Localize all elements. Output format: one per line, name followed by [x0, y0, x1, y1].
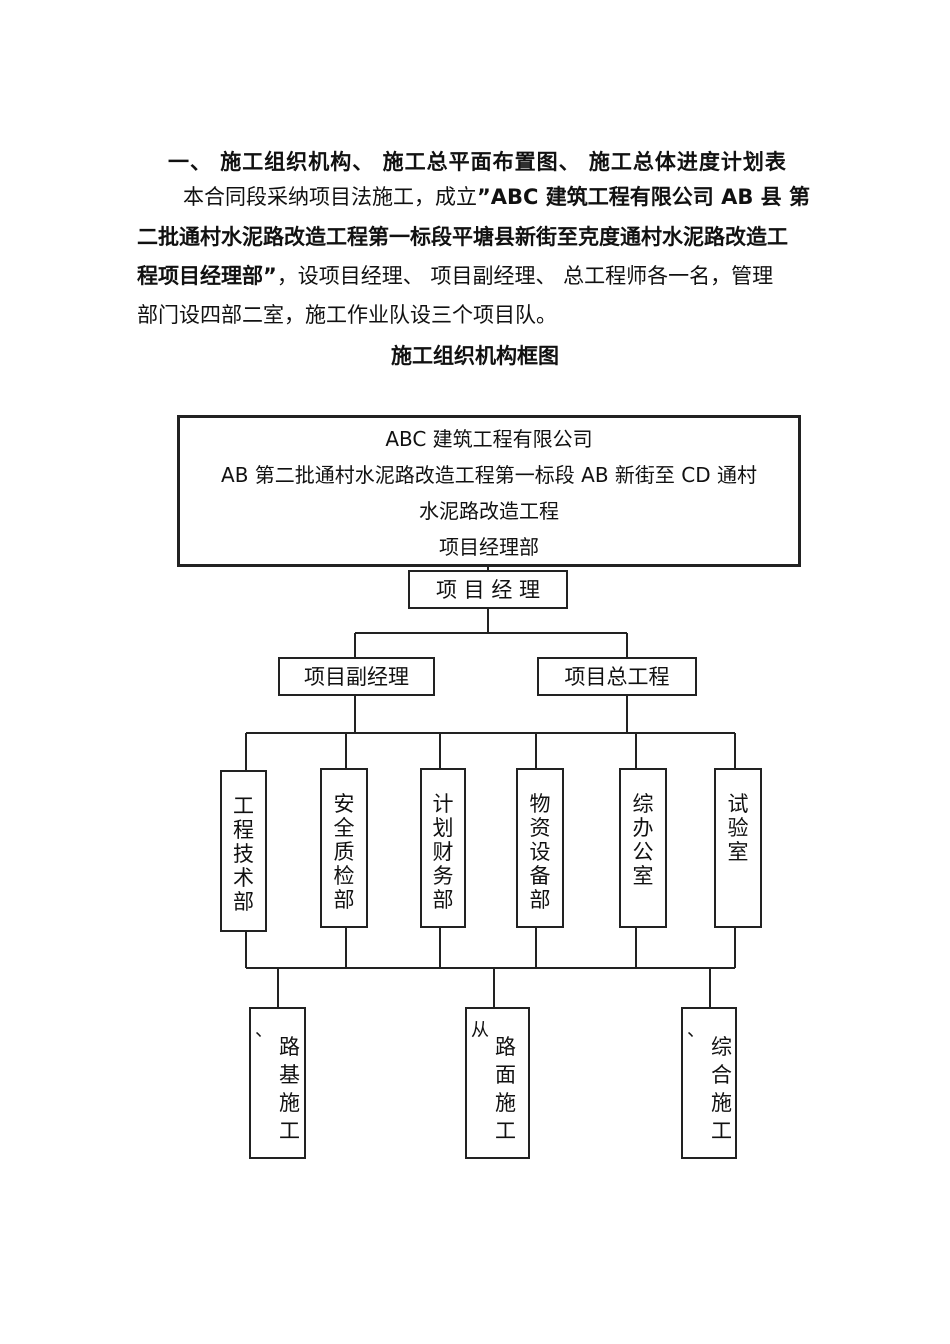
- department-char: 术: [233, 866, 254, 890]
- chart-caption: 施工组织机构框图: [391, 344, 559, 368]
- department-char: 物: [529, 792, 551, 816]
- department-box: 综办公室: [619, 768, 667, 928]
- team-char: 路: [279, 1035, 300, 1059]
- department-char: 安: [333, 792, 355, 816]
- department-char: 全: [333, 816, 355, 840]
- department-char: 设: [529, 840, 551, 864]
- team-char: 施: [495, 1091, 516, 1115]
- department-char: 部: [529, 888, 551, 912]
- department-char: 检: [333, 864, 355, 888]
- paragraph-bold-text: 程项目经理部”: [137, 264, 277, 288]
- project-department-box: ABC 建筑工程有限公司 AB 第二批通村水泥路改造工程第一标段 AB 新街至 …: [177, 415, 801, 567]
- team-char: 施: [279, 1091, 300, 1115]
- team-box: 、路基施工: [249, 1007, 306, 1159]
- team-char: 面: [495, 1063, 516, 1087]
- department-char: 质: [333, 840, 355, 864]
- department-char: 综: [632, 792, 654, 816]
- team-char: 施: [711, 1091, 732, 1115]
- department-box: 物资设备部: [516, 768, 564, 928]
- paragraph-bold-text: ”ABC 建筑工程有限公司 AB 县 第: [477, 185, 810, 209]
- chief-engineer-box: 项目总工程: [537, 657, 697, 696]
- team-box: 从路面施工: [465, 1007, 530, 1159]
- team-name: 路基施工: [279, 1033, 300, 1145]
- department-char: 部: [333, 888, 355, 912]
- team-char: 路: [495, 1035, 516, 1059]
- department-char: 计: [432, 792, 454, 816]
- department-char: 办: [632, 816, 654, 840]
- paragraph-line-1: 本合同段采纳项目法施工，成立”ABC 建筑工程有限公司 AB 县 第: [137, 178, 862, 217]
- team-mark: 、: [255, 1020, 273, 1041]
- paragraph-line-4: 部门设四部二室，施工作业队设三个项目队。: [137, 303, 557, 327]
- department-char: 务: [432, 864, 454, 888]
- paragraph-line-3: 程项目经理部”，设项目经理、 项目副经理、 总工程师各一名，管理: [137, 257, 862, 296]
- paragraph-line-2: 二批通村水泥路改造工程第一标段平塘县新街至克度通村水泥路改造工: [137, 225, 788, 249]
- department-char: 公: [632, 840, 654, 864]
- department-char: 室: [632, 864, 654, 888]
- team-char: 工: [495, 1119, 516, 1143]
- department-char: 部: [233, 890, 254, 914]
- department-char: 室: [727, 840, 749, 864]
- section-heading: 一、 施工组织机构、 施工总平面布置图、 施工总体进度计划表: [168, 150, 787, 174]
- department-name: 项目经理部: [439, 535, 539, 559]
- department-char: 部: [432, 888, 454, 912]
- department-box: 工程技术部: [220, 770, 267, 932]
- team-name: 路面施工: [495, 1033, 516, 1145]
- department-box: 试验室: [714, 768, 762, 928]
- department-char: 技: [233, 842, 254, 866]
- department-char: 资: [529, 816, 551, 840]
- team-char: 工: [279, 1119, 300, 1143]
- project-name-line: 水泥路改造工程: [419, 499, 559, 523]
- department-char: 工: [233, 794, 254, 818]
- department-char: 程: [233, 818, 254, 842]
- department-char: 备: [529, 864, 551, 888]
- team-mark: 从: [471, 1020, 489, 1041]
- team-name: 综合施工: [711, 1033, 732, 1145]
- department-box: 安全质检部: [320, 768, 368, 928]
- project-name-line: AB 第二批通村水泥路改造工程第一标段 AB 新街至 CD 通村: [221, 463, 757, 487]
- team-box: 、综合施工: [681, 1007, 737, 1159]
- department-char: 划: [432, 816, 454, 840]
- team-char: 综: [711, 1035, 732, 1059]
- project-manager-box: 项 目 经 理: [408, 570, 568, 609]
- department-char: 验: [727, 816, 749, 840]
- company-name: ABC 建筑工程有限公司: [385, 427, 593, 451]
- department-box: 计划财务部: [420, 768, 466, 928]
- deputy-manager-box: 项目副经理: [278, 657, 435, 696]
- team-mark: 、: [687, 1020, 705, 1041]
- team-char: 工: [711, 1119, 732, 1143]
- paragraph-text: ，设项目经理、 项目副经理、 总工程师各一名，管理: [276, 264, 774, 288]
- department-char: 试: [727, 792, 749, 816]
- department-char: 财: [432, 840, 454, 864]
- team-char: 基: [279, 1063, 300, 1087]
- team-char: 合: [711, 1063, 732, 1087]
- paragraph-text: 本合同段采纳项目法施工，成立: [183, 185, 477, 209]
